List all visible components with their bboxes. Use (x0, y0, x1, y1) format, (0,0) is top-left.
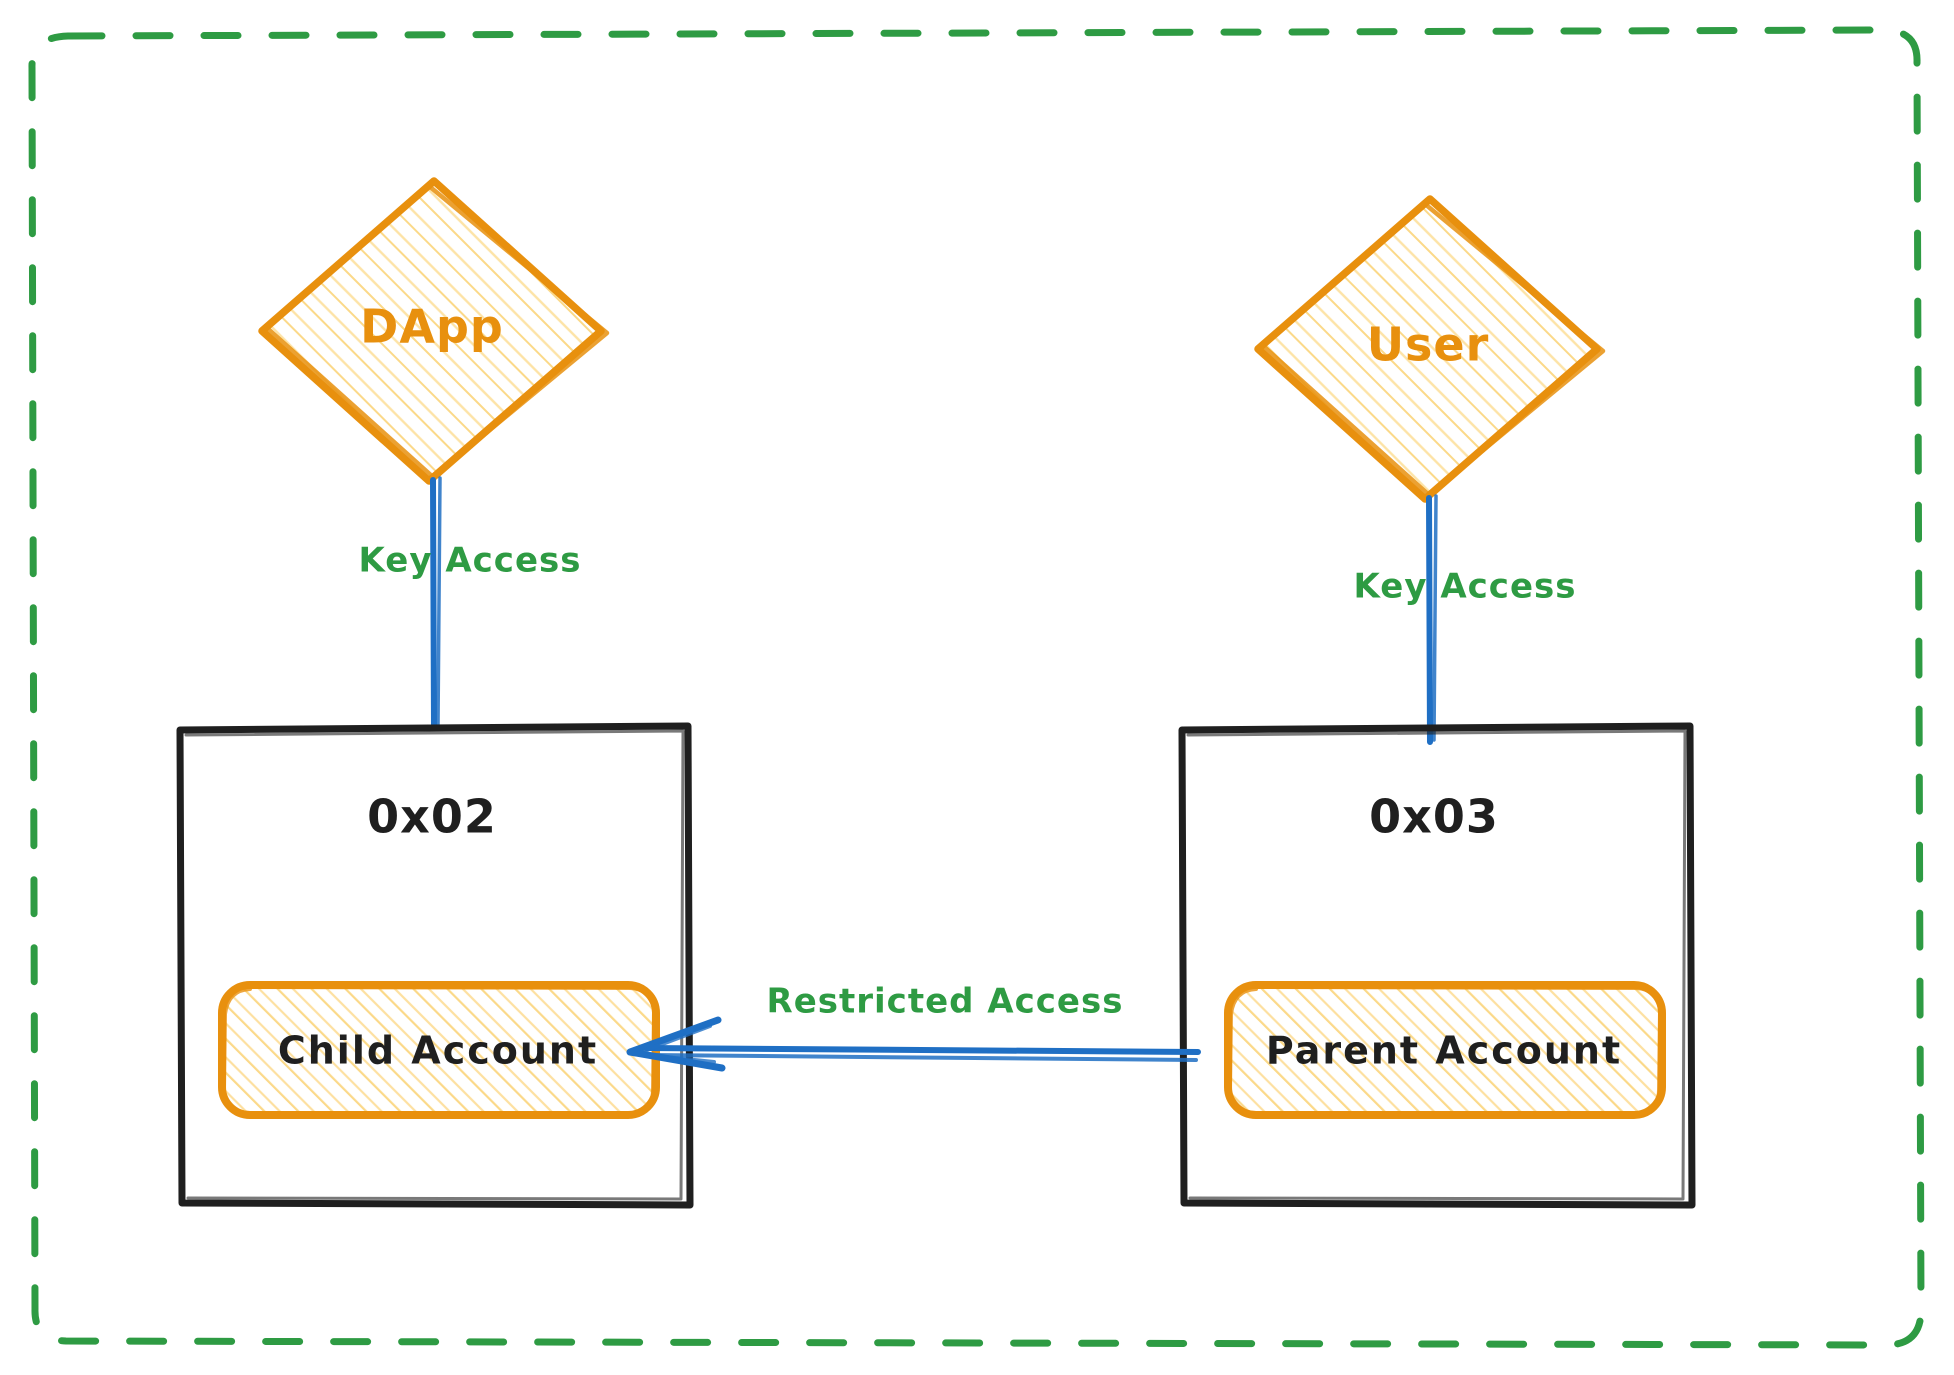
node-dapp[interactable]: DApp (258, 177, 610, 485)
edge-line-b (1432, 494, 1438, 742)
user-label: User (1367, 318, 1490, 372)
restricted-arrowhead-a (626, 1016, 726, 1072)
child-account-outline-b (222, 985, 656, 1116)
user-outline-b (1259, 199, 1606, 498)
edge-label-key-access-user: Key Access (1354, 567, 1577, 607)
account-0x03-label: 0x03 (1369, 790, 1499, 844)
node-account-0x02[interactable]: 0x02 (176, 722, 694, 1209)
edge-line-a (430, 477, 437, 731)
account-0x03-outline-b (1186, 729, 1687, 1201)
child-account-label: Child Account (278, 1029, 598, 1073)
dapp-label: DApp (360, 300, 504, 354)
edge-label-restricted-access: Restricted Access (767, 982, 1124, 1022)
edge-parent-to-child[interactable]: Restricted Access (626, 982, 1201, 1072)
edge-dapp-to-child[interactable]: Key Access (359, 476, 582, 731)
account-0x02-outline-a (176, 722, 694, 1209)
node-account-0x03[interactable]: 0x03 (1178, 722, 1696, 1209)
node-child-account[interactable]: Child Account (218, 981, 660, 1119)
account-0x02-outline-b (184, 729, 685, 1201)
edge-line-b (436, 476, 442, 728)
restricted-arrowhead-b (634, 1024, 716, 1064)
child-account-fill (222, 985, 656, 1115)
edge-label-key-access-dapp: Key Access (359, 541, 582, 581)
restricted-arrow-shaft-a (643, 1045, 1201, 1055)
restricted-arrow-shaft-b (646, 1053, 1198, 1062)
node-parent-account[interactable]: Parent Account (1224, 981, 1666, 1119)
diagram-boundary (28, 26, 1925, 1349)
node-user[interactable]: User (1254, 195, 1606, 503)
edge-user-to-parent[interactable]: Key Access (1354, 494, 1577, 745)
account-0x03-outline-a (1178, 722, 1696, 1209)
account-0x02-label: 0x02 (367, 790, 497, 844)
edge-line-a (1426, 495, 1433, 745)
dapp-outline-b (263, 181, 610, 480)
parent-account-fill (1228, 985, 1662, 1115)
parent-account-outline-b (1228, 985, 1662, 1116)
parent-account-label: Parent Account (1266, 1029, 1622, 1073)
